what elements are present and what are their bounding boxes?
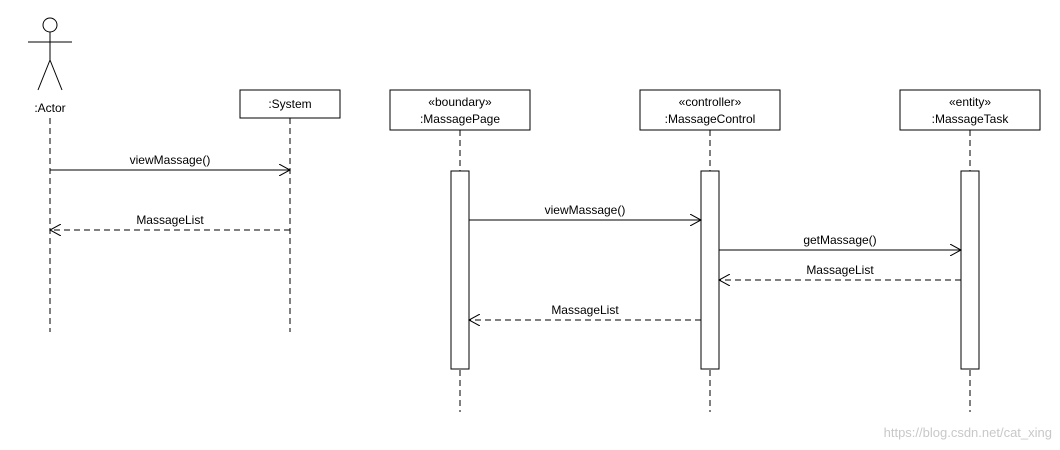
message-2: MassageList [50,213,290,230]
actor: :Actor [28,17,72,332]
message-3-label: viewMassage() [545,203,626,217]
object-page-stereotype: «boundary» [428,95,492,109]
message-6-label: MassageList [551,303,619,317]
message-6: MassageList [469,303,701,320]
object-control-stereotype: «controller» [679,95,742,109]
stick-figure-icon [28,17,72,91]
watermark: https://blog.csdn.net/cat_xing [884,425,1052,440]
object-task-stereotype: «entity» [949,95,991,109]
object-system: :System [239,89,341,332]
control-activation [700,170,720,370]
message-5: MassageList [719,263,961,280]
page-activation [450,170,470,370]
object-page-name: :MassagePage [420,112,500,126]
message-2-label: MassageList [136,213,204,227]
message-1: viewMassage() [50,153,290,170]
message-3: viewMassage() [469,203,701,220]
actor-label: :Actor [34,101,65,115]
message-1-label: viewMassage() [130,153,211,167]
task-activation [960,170,980,370]
object-control-name: :MassageControl [665,112,756,126]
message-5-label: MassageList [806,263,874,277]
message-4-label: getMassage() [803,233,876,247]
object-system-name: :System [268,97,311,111]
object-task-name: :MassageTask [932,112,1010,126]
message-4: getMassage() [719,233,961,250]
object-massage-page: «boundary» :MassagePage [389,89,531,412]
object-massage-control: «controller» :MassageControl [639,89,781,412]
object-massage-task: «entity» :MassageTask [899,89,1041,412]
